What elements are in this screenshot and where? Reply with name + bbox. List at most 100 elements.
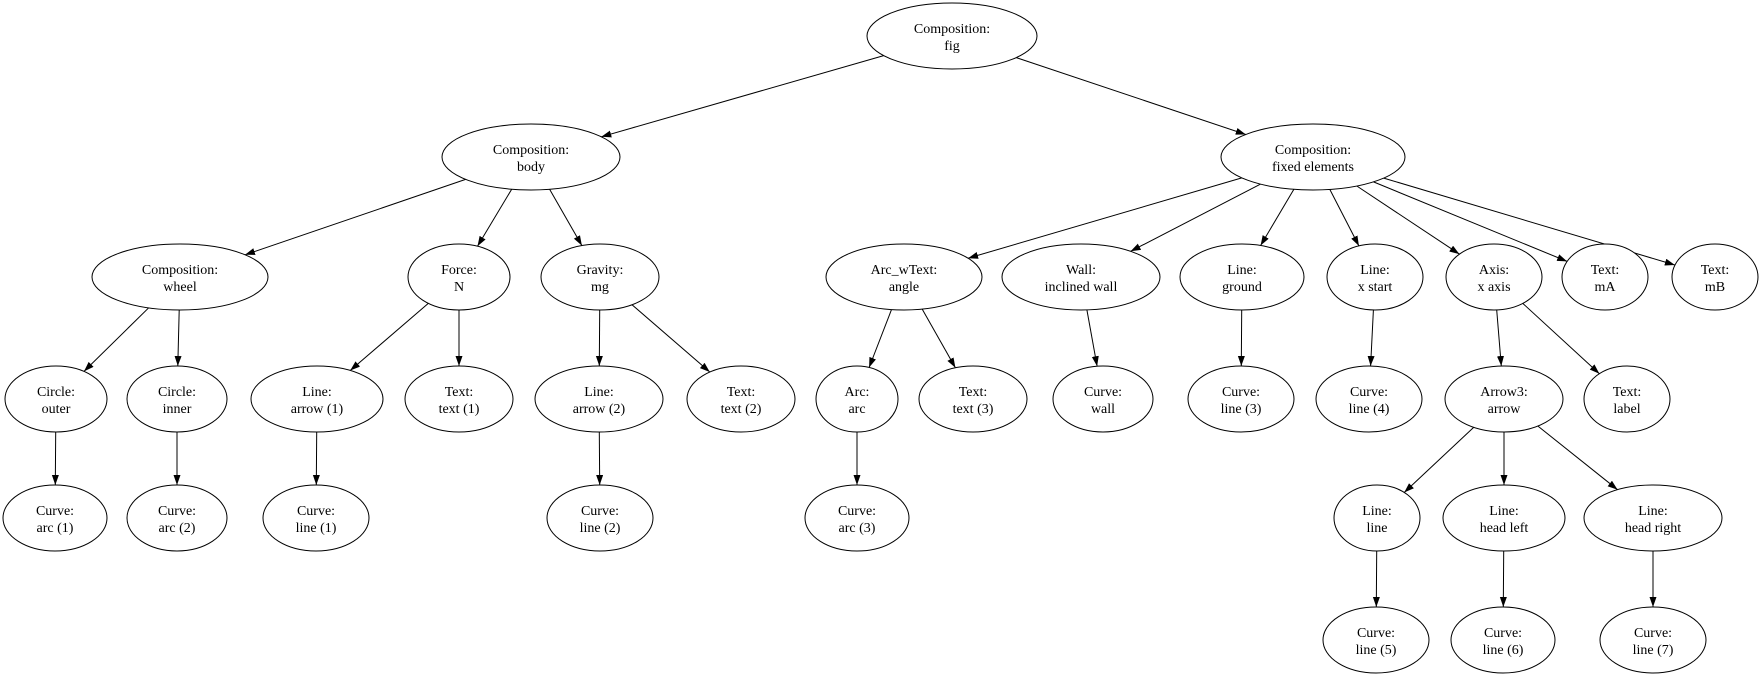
node-arc1: Curve:arc (1) (2, 484, 108, 552)
edge-fixed-ground (1260, 189, 1295, 246)
node-wheel-label: Composition:wheel (142, 263, 218, 295)
node-mB-label: Text:mB (1701, 263, 1730, 295)
edge-wall-curvewall (1086, 309, 1099, 367)
edge-fig-body (601, 55, 884, 138)
node-axis-ellipse (1445, 243, 1543, 311)
node-outer: Circle:outer (4, 365, 108, 433)
node-arcwtext-label: Arc_wText:angle (871, 263, 938, 295)
node-line6-label: Curve:line (6) (1483, 626, 1524, 658)
node-line3-ellipse (1187, 365, 1295, 433)
node-headleft-ellipse (1442, 484, 1566, 552)
node-line2-label: Curve:line (2) (580, 504, 621, 536)
node-arrow2-ellipse (534, 365, 664, 433)
node-arc1-ellipse (2, 484, 108, 552)
node-wall-label: Wall:inclined wall (1045, 263, 1118, 295)
node-arc2: Curve:arc (2) (126, 484, 228, 552)
edge-axis-arrow3 (1496, 309, 1504, 367)
node-mA-label: Text:mA (1591, 263, 1620, 295)
node-gravity: Gravity:mg (540, 243, 660, 311)
node-curvewall-ellipse (1052, 365, 1154, 433)
node-curvewall-label: Curve:wall (1084, 385, 1122, 417)
node-arc-ellipse (815, 365, 899, 433)
edge-force-arrow1 (349, 303, 429, 371)
node-arrow1-ellipse (250, 365, 384, 433)
node-line4: Curve:line (4) (1315, 365, 1423, 433)
node-arcwtext: Arc_wText:angle (825, 243, 983, 311)
node-arrow2-label: Line:arrow (2) (573, 385, 626, 417)
edge-fixed-arcwtext (967, 177, 1242, 259)
node-ground-ellipse (1179, 243, 1305, 311)
node-line5-ellipse (1322, 606, 1430, 674)
node-headleft-label: Line:head left (1480, 504, 1529, 536)
node-fixed-ellipse (1220, 123, 1406, 191)
edge-fixed-xstart (1329, 189, 1360, 247)
node-line7-ellipse (1599, 606, 1707, 674)
node-arc-label: Arc:arc (845, 385, 870, 417)
node-arrow2: Line:arrow (2) (534, 365, 664, 433)
node-mA-ellipse (1561, 243, 1649, 311)
node-fig-label: Composition:fig (914, 22, 990, 54)
node-line6: Curve:line (6) (1450, 606, 1556, 674)
node-line4-ellipse (1315, 365, 1423, 433)
node-outer-label: Circle:outer (37, 385, 75, 417)
node-line5-label: Curve:line (5) (1356, 626, 1397, 658)
edge-body-wheel (244, 178, 466, 256)
node-curvewall: Curve:wall (1052, 365, 1154, 433)
node-fig: Composition:fig (866, 2, 1038, 70)
node-arc2-label: Curve:arc (2) (158, 504, 196, 536)
node-label-ellipse (1583, 365, 1671, 433)
edge-fixed-mA (1373, 181, 1568, 262)
node-text2-label: Text:text (2) (721, 385, 762, 417)
edge-axis-label (1522, 303, 1600, 375)
edge-wheel-outer (83, 307, 150, 372)
node-lineline: Line:line (1333, 484, 1421, 552)
node-line7: Curve:line (7) (1599, 606, 1707, 674)
edge-arcwtext-arc (868, 309, 892, 368)
node-line1-label: Curve:line (1) (296, 504, 337, 536)
edge-fig-fixed (1016, 57, 1246, 135)
node-label: Text:label (1583, 365, 1671, 433)
node-text3: Text:text (3) (918, 365, 1028, 433)
edge-gravity-text2 (631, 304, 711, 373)
node-wheel: Composition:wheel (91, 243, 269, 311)
node-gravity-label: Gravity:mg (577, 263, 624, 295)
node-text3-label: Text:text (3) (953, 385, 994, 417)
node-text1-label: Text:text (1) (439, 385, 480, 417)
node-headright: Line:head right (1583, 484, 1723, 552)
node-line1: Curve:line (1) (262, 484, 370, 552)
node-lineline-ellipse (1333, 484, 1421, 552)
node-arc1-label: Curve:arc (1) (36, 504, 74, 536)
node-line7-label: Curve:line (7) (1633, 626, 1674, 658)
node-arrow1-label: Line:arrow (1) (291, 385, 344, 417)
node-mA: Text:mA (1561, 243, 1649, 311)
node-line3-label: Curve:line (3) (1221, 385, 1262, 417)
node-wall: Wall:inclined wall (1001, 243, 1161, 311)
node-lineline-label: Line:line (1362, 504, 1392, 536)
node-inner: Circle:inner (126, 365, 228, 433)
node-arc2-ellipse (126, 484, 228, 552)
node-body-ellipse (441, 123, 621, 191)
node-axis-label: Axis:x axis (1477, 263, 1510, 295)
node-headright-label: Line:head right (1625, 504, 1681, 536)
node-force-label: Force:N (441, 263, 477, 295)
node-mB: Text:mB (1671, 243, 1759, 311)
node-wall-ellipse (1001, 243, 1161, 311)
node-headright-ellipse (1583, 484, 1723, 552)
node-arc3: Curve:arc (3) (804, 484, 910, 552)
node-fixed-label: Composition:fixed elements (1272, 143, 1354, 175)
node-axis: Axis:x axis (1445, 243, 1543, 311)
node-gravity-ellipse (540, 243, 660, 311)
node-xstart: Line:x start (1326, 243, 1424, 311)
node-arc3-label: Curve:arc (3) (838, 504, 876, 536)
node-label-label: Text:label (1613, 385, 1642, 417)
node-body-label: Composition:body (493, 143, 569, 175)
node-text1-ellipse (404, 365, 514, 433)
node-arrow1: Line:arrow (1) (250, 365, 384, 433)
edge-body-force (477, 188, 513, 247)
edge-body-gravity (549, 189, 583, 246)
node-line5: Curve:line (5) (1322, 606, 1430, 674)
node-line4-label: Curve:line (4) (1349, 385, 1390, 417)
